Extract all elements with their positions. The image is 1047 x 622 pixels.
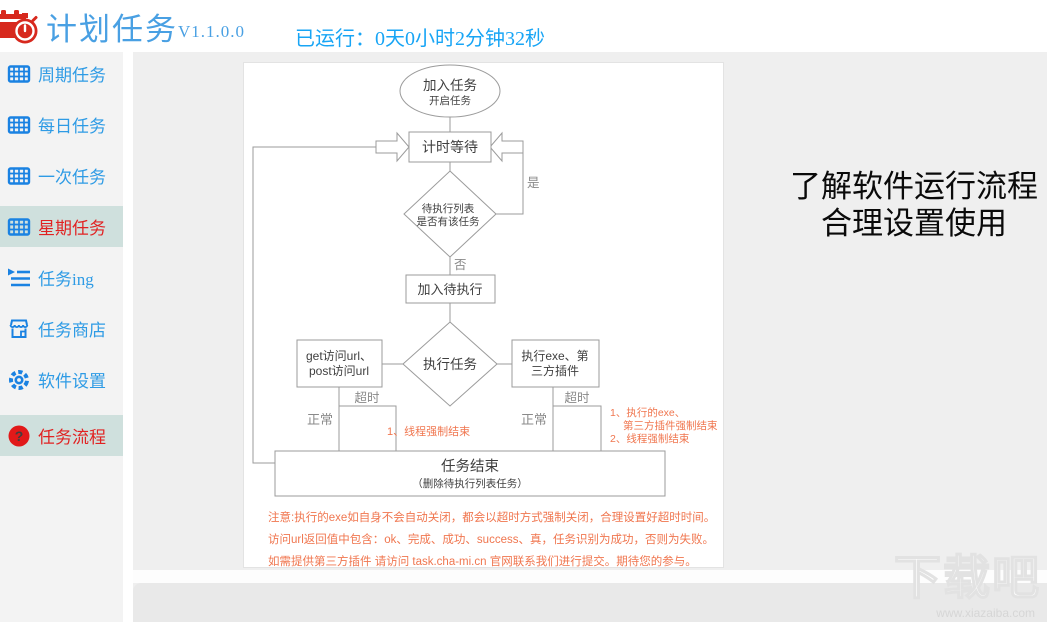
- app-logo-icon: [0, 5, 42, 47]
- enqueue-label: 加入待执行: [417, 282, 482, 297]
- url-label-2: post访问url: [309, 364, 369, 378]
- table-icon: [7, 217, 31, 236]
- sidebar-item-label: 星期任务: [38, 219, 106, 238]
- sidebar-item-label: 一次任务: [38, 168, 106, 187]
- block-arrow-right-icon: [489, 131, 524, 163]
- flow-hint-text: 了解软件运行流程 合理设置使用: [786, 168, 1042, 242]
- node-enqueue: [405, 274, 496, 304]
- sidebar-item-label: 任务流程: [38, 428, 106, 447]
- url-label-1: get访问url、: [306, 349, 372, 363]
- normal-label-left: 正常: [307, 412, 333, 427]
- block-arrow-left-icon: [375, 131, 410, 163]
- decision1-sublabel: 是否有该任务: [417, 215, 480, 228]
- table-icon: [7, 115, 31, 134]
- node-wait: [408, 131, 492, 163]
- app-version: V1.1.0.0: [178, 22, 246, 41]
- sidebar-item-label: 每日任务: [38, 117, 106, 136]
- decision1-label: 待执行列表: [422, 202, 475, 215]
- flow-hint-line-2: 合理设置使用: [821, 206, 1007, 241]
- note-line-2: 访问url返回值中包含：ok、完成、成功、success、真，任务识别为成功，否…: [268, 532, 714, 546]
- sidebar-item-label: 软件设置: [38, 372, 106, 391]
- node-start: [399, 64, 501, 118]
- runtime-counter: 已运行：0天0小时2分钟32秒: [295, 28, 545, 50]
- timeout-label-right: 超时: [564, 390, 590, 405]
- note-line-3: 如需提供第三方插件 请访问 task.cha-mi.cn 官网联系我们进行提交。…: [268, 554, 697, 567]
- sidebar-item-task-flow[interactable]: ? 任务流程: [0, 415, 123, 456]
- node-decision-execute: [402, 321, 498, 407]
- svg-text:?: ?: [15, 428, 24, 444]
- timeout-label-left: 超时: [354, 390, 380, 405]
- node-decision-pending: [403, 170, 497, 258]
- sidebar: 周期任务 每日任务 一次任务: [0, 52, 123, 622]
- sidebar-item-tasks-ing[interactable]: 任务ing: [0, 257, 123, 298]
- start-sublabel: 开启任务: [429, 94, 471, 107]
- app-title: 计划任务: [46, 12, 178, 47]
- kill-note-right-1: 1、执行的exe、: [610, 406, 685, 419]
- no-label: 否: [454, 258, 467, 272]
- exe-label-2: 三方插件: [531, 363, 579, 378]
- end-sublabel: （删除待执行列表任务）: [412, 477, 528, 490]
- task-flow-diagram: 加入任务 开启任务 计时等待 待执行列表 是否有该任务 是 否 加入待执行 执行…: [252, 64, 718, 568]
- exe-label-1: 执行exe、第: [521, 349, 588, 363]
- sidebar-item-weekly-tasks[interactable]: 星期任务: [0, 206, 123, 247]
- watermark-logo: 下载吧: [893, 550, 1041, 605]
- note-line-1: 注意:执行的exe如自身不会自动关闭，都会以超时方式强制关闭，合理设置好超时时间…: [268, 510, 715, 524]
- bottom-panel: [133, 583, 1047, 622]
- loop-connector: [252, 146, 376, 464]
- kill-note-right-2: 第三方插件强制结束: [623, 419, 718, 432]
- decision2-label: 执行任务: [423, 357, 477, 372]
- sidebar-item-label: 周期任务: [38, 66, 106, 85]
- yes-connector: [496, 147, 524, 215]
- task-flow-panel: 加入任务 开启任务 计时等待 待执行列表 是否有该任务 是 否 加入待执行 执行…: [243, 62, 724, 568]
- sidebar-item-daily-tasks[interactable]: 每日任务: [0, 104, 123, 145]
- sidebar-divider: [123, 52, 133, 622]
- end-label: 任务结束: [441, 458, 499, 475]
- normal-label-right: 正常: [521, 412, 547, 427]
- gear-icon: [9, 369, 29, 390]
- yes-label: 是: [527, 176, 540, 190]
- sidebar-item-periodic-tasks[interactable]: 周期任务: [0, 53, 123, 94]
- help-icon: ?: [8, 425, 30, 446]
- sidebar-item-label: 任务ing: [38, 270, 94, 289]
- node-url: [296, 339, 383, 388]
- table-icon: [7, 64, 31, 83]
- flow-hint-line-1: 了解软件运行流程: [790, 169, 1038, 204]
- table-icon: [7, 166, 31, 185]
- kill-note-right-3: 2、线程强制结束: [610, 432, 690, 445]
- timeout-rect-right: [552, 405, 602, 452]
- node-exe: [511, 339, 600, 388]
- kill-note-left: 1、线程强制结束: [387, 424, 470, 438]
- wait-label: 计时等待: [422, 139, 478, 155]
- sidebar-item-task-store[interactable]: 任务商店: [0, 308, 123, 349]
- store-icon: [9, 319, 29, 338]
- sidebar-item-settings[interactable]: 软件设置: [0, 359, 123, 400]
- watermark-url: www.xiazaiba.com: [936, 606, 1035, 620]
- sidebar-item-label: 任务商店: [38, 321, 106, 340]
- node-end: [274, 450, 666, 497]
- start-label: 加入任务: [423, 78, 477, 93]
- app-header: 计划任务 V1.1.0.0 已运行：0天0小时2分钟32秒: [0, 0, 1047, 52]
- task-list-icon: [8, 268, 30, 286]
- panel-gap: [133, 570, 1047, 583]
- sidebar-item-onetime-tasks[interactable]: 一次任务: [0, 155, 123, 196]
